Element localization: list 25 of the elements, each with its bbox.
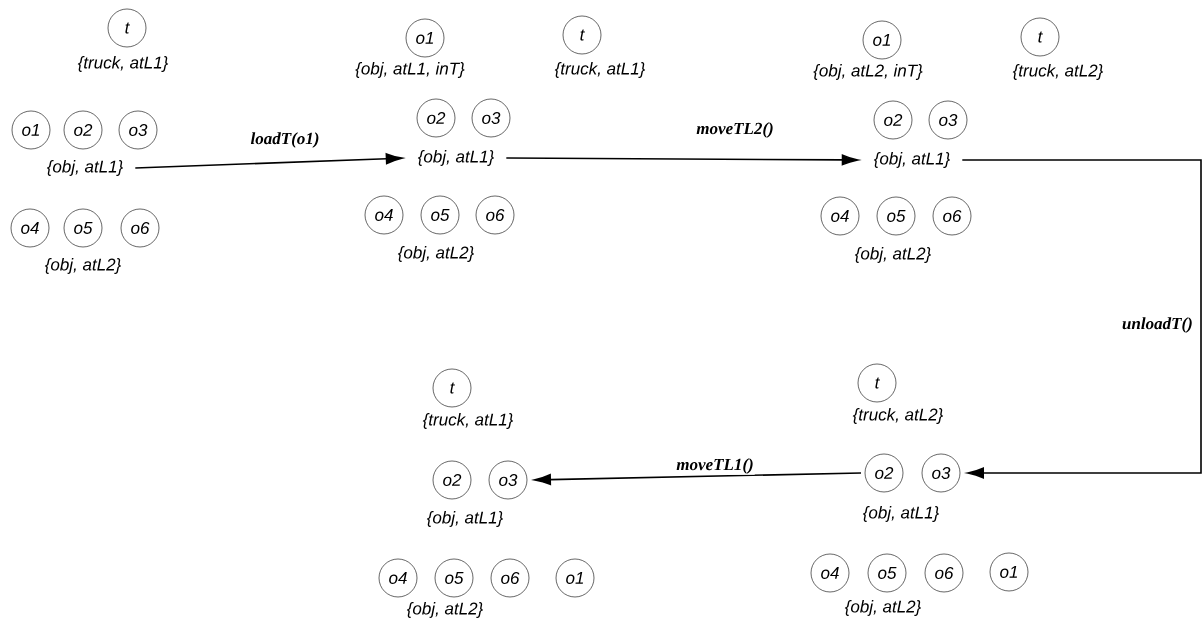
edge-label: unloadT() — [1120, 316, 1194, 334]
edge-label: moveTL1() — [675, 457, 755, 475]
set-label: {obj, atL1} — [426, 511, 503, 527]
set-label: {obj, atL1} — [417, 150, 494, 166]
set-label: {truck, atL1} — [77, 56, 169, 72]
set-label: {obj, atL1} — [862, 506, 939, 522]
set-label: {truck, atL1} — [422, 413, 514, 429]
set-label: {truck, atL2} — [852, 408, 944, 424]
arrow — [134, 153, 403, 169]
arrow — [961, 159, 1202, 479]
set-label: {obj, atL2, inT} — [813, 64, 923, 80]
edge-label: moveTL2() — [695, 121, 775, 139]
set-label: {obj, atL2} — [406, 602, 483, 618]
arrow — [505, 154, 859, 166]
set-label: {truck, atL1} — [554, 62, 646, 78]
set-label: {obj, atL1, inT} — [355, 62, 465, 78]
set-label: {obj, atL1} — [46, 160, 123, 176]
set-label: {obj, atL2} — [397, 246, 474, 262]
set-label: {obj, atL1} — [873, 152, 950, 168]
set-label: {obj, atL2} — [44, 258, 121, 274]
arrow — [534, 472, 862, 486]
set-label: {truck, atL2} — [1012, 64, 1104, 80]
set-label: {obj, atL2} — [844, 600, 921, 616]
set-label: {obj, atL2} — [854, 247, 931, 263]
edge-label: loadT(o1) — [249, 131, 321, 149]
